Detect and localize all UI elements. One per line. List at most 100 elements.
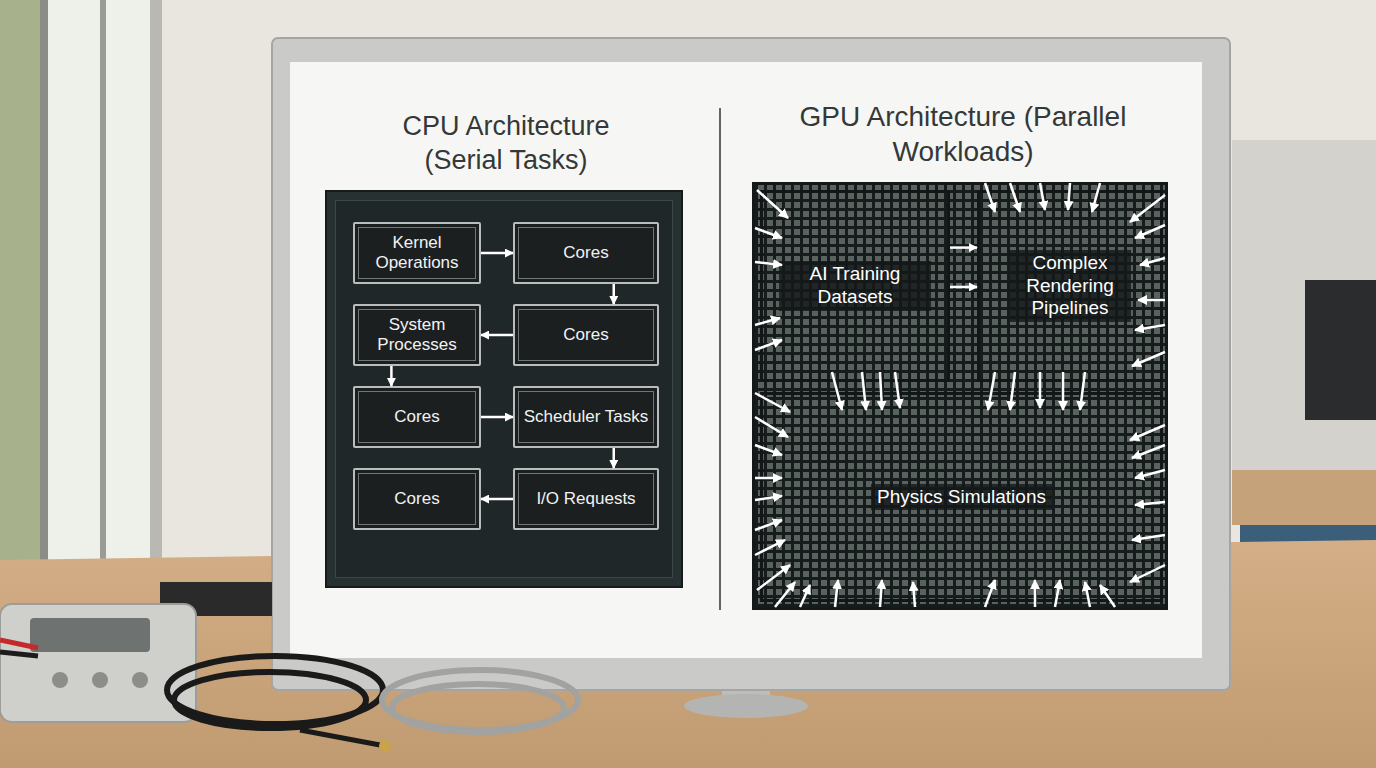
inflow-arrow	[755, 393, 790, 412]
workload-region: Complex Rendering Pipelines	[977, 190, 1163, 382]
multimeter-button	[92, 672, 108, 688]
inflow-arrow	[1085, 582, 1090, 607]
inflow-arrow	[1062, 372, 1065, 410]
inflow-arrow	[988, 372, 995, 410]
inflow-arrow	[1055, 580, 1060, 607]
monitor-base	[684, 694, 808, 718]
core-box: Cores	[513, 304, 659, 366]
gpu-die: GPU Architecture (Parallel Workloads)AI …	[752, 182, 1168, 610]
flow-arrow	[481, 334, 513, 337]
inflow-arrow	[1080, 372, 1085, 410]
inflow-arrow	[1135, 225, 1165, 238]
window-frame	[100, 0, 106, 570]
inflow-arrow	[1138, 299, 1165, 302]
flow-arrow	[481, 498, 513, 501]
core-box: Cores	[513, 222, 659, 284]
inflow-arrow	[755, 340, 782, 350]
cable	[300, 730, 380, 745]
flow-arrow	[612, 448, 615, 468]
window	[0, 0, 160, 570]
inflow-arrow	[755, 318, 780, 325]
inflow-arrow	[1130, 195, 1165, 222]
inflow-arrow	[985, 183, 995, 212]
inflow-arrow	[800, 585, 810, 607]
inflow-arrow	[757, 190, 788, 218]
inflow-arrow	[985, 580, 995, 607]
node-label: Cores	[559, 325, 612, 345]
window-frame	[150, 0, 162, 570]
inflow-arrow	[1034, 580, 1037, 607]
monitor-screen	[290, 62, 1202, 658]
multimeter-button	[132, 672, 148, 688]
cpu-die: CPU Architecture (Serial Tasks)Kernel Op…	[325, 190, 683, 588]
background-table	[1232, 470, 1376, 525]
node-label: I/O Requests	[532, 489, 639, 509]
inflow-arrow	[1135, 502, 1165, 505]
inflow-arrow	[913, 582, 915, 607]
multimeter-display	[30, 618, 150, 652]
node-label: Cores	[559, 243, 612, 263]
inflow-arrow	[1135, 325, 1165, 330]
inflow-arrow	[1010, 183, 1020, 212]
inflow-arrow	[1100, 585, 1115, 607]
flow-arrow	[612, 284, 615, 304]
node-label: Cores	[390, 489, 443, 509]
background-monitor	[1305, 280, 1376, 420]
panel-divider	[719, 108, 721, 610]
process-box: I/O Requests	[513, 468, 659, 530]
inflow-arrow	[757, 565, 790, 590]
cable-coil	[392, 684, 564, 732]
inflow-arrow	[832, 372, 842, 410]
process-box: Kernel Operations	[353, 222, 481, 284]
process-box: System Processes	[353, 304, 481, 366]
inflow-arrow	[1132, 352, 1165, 366]
multimeter	[0, 604, 196, 722]
node-label: AI Training Datasets	[779, 261, 931, 311]
panel-heading: GPU Architecture (Parallel Workloads)	[798, 99, 1128, 169]
node-label: Cores	[390, 407, 443, 427]
flow-arrow	[481, 416, 513, 419]
inflow-arrow	[755, 445, 782, 455]
workload-region: Physics Simulations	[760, 392, 1163, 602]
multimeter-button	[52, 672, 68, 688]
cable-connector	[379, 740, 391, 752]
inflow-arrow	[755, 228, 782, 238]
background-shelf	[1232, 140, 1376, 480]
window-frame	[40, 0, 48, 570]
inflow-arrow	[755, 520, 782, 530]
workload-region: AI Training Datasets	[760, 190, 950, 382]
flow-arrow	[950, 246, 977, 249]
window-foliage	[0, 0, 42, 570]
inflow-arrow	[1092, 183, 1100, 212]
monitor-bezel	[272, 38, 1230, 690]
flow-arrow	[390, 366, 393, 386]
inflow-arrow	[1010, 372, 1015, 410]
inflow-arrow	[1135, 470, 1165, 478]
node-label: Kernel Operations	[355, 233, 479, 274]
inflow-arrow	[880, 372, 882, 410]
flow-arrow	[950, 286, 977, 289]
edge-layer	[391, 248, 977, 499]
inflow-arrow	[835, 580, 838, 607]
cable-coil	[174, 672, 366, 728]
inflow-arrow	[1132, 535, 1165, 540]
inflow-arrow	[862, 372, 866, 410]
inflow-arrow	[1130, 565, 1165, 582]
node-label: Complex Rendering Pipelines	[1009, 250, 1131, 322]
process-box: Scheduler Tasks	[513, 386, 659, 448]
node-label: Physics Simulations	[871, 484, 1052, 511]
inflow-arrow	[1132, 445, 1165, 458]
inflow-arrow	[1068, 183, 1070, 210]
inflow-arrow	[880, 580, 882, 607]
node-label: System Processes	[355, 315, 479, 356]
inflow-arrow	[1140, 258, 1165, 265]
inflow-arrow	[755, 496, 782, 500]
inflow-arrows	[755, 183, 1165, 607]
flow-arrow	[481, 252, 513, 255]
inflow-arrow	[775, 582, 795, 607]
core-box: Cores	[353, 386, 481, 448]
node-label: Scheduler Tasks	[520, 407, 652, 427]
